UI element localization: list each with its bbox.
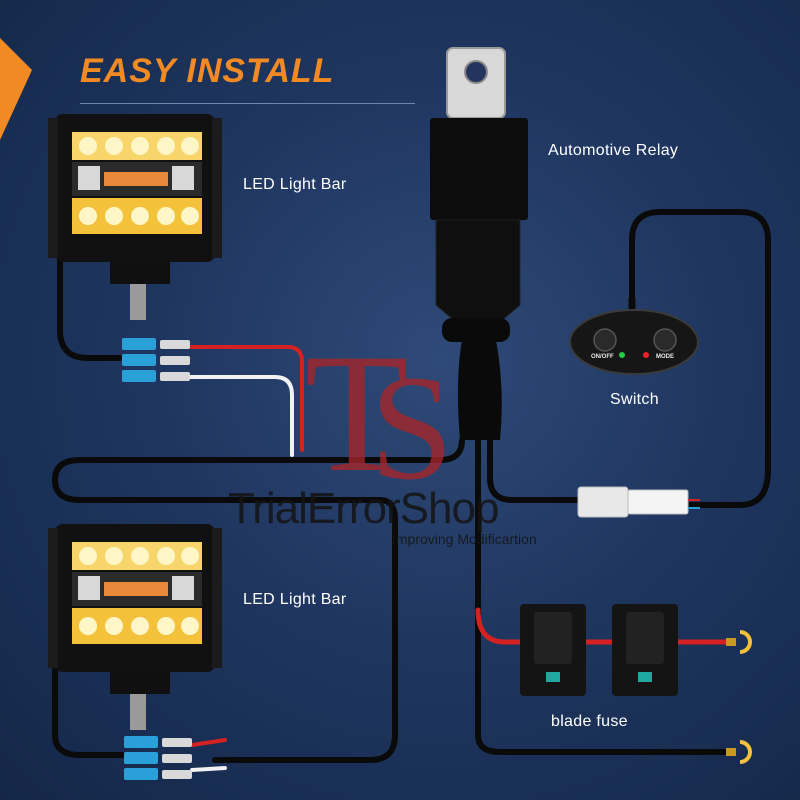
terminal-sleeve-ground (726, 748, 736, 756)
svg-text:T: T (305, 319, 409, 507)
wire-white-top (188, 375, 294, 457)
light-bar-icon (48, 114, 222, 320)
wire-top-bar-cable (57, 252, 123, 361)
wire-red-top (188, 345, 304, 452)
light-bar-icon (48, 524, 222, 730)
switch-onoff-label: ON/OFF (591, 354, 614, 360)
label-light-bar-bottom: LED Light Bar (243, 591, 347, 608)
label-relay: Automotive Relay (548, 142, 679, 159)
connector-icon (124, 736, 192, 780)
wire-relay-down (475, 437, 731, 755)
connector-icon (577, 486, 700, 518)
corner-tab (0, 38, 32, 140)
switch-icon (569, 298, 699, 375)
ring-terminal-icon (739, 630, 752, 764)
wire-relay-switch (487, 437, 583, 503)
watermark-monogram: T S (305, 319, 453, 511)
wire-white-bottom (190, 766, 227, 772)
blade-fuse-icon (520, 604, 678, 696)
wire-switch-loop (629, 209, 771, 508)
wire-bottom-bar-cable (52, 667, 125, 758)
label-switch: Switch (610, 391, 659, 408)
label-light-bar-top: LED Light Bar (243, 176, 347, 193)
page-title: EASY INSTALL (80, 52, 335, 90)
watermark-tagline: Improving Modificartion (392, 531, 537, 547)
svg-text:S: S (370, 345, 453, 511)
terminal-sleeve-fuse (726, 638, 736, 646)
relay-icon (430, 47, 528, 440)
connector-icon (122, 338, 190, 382)
wire-main-loop (52, 437, 465, 763)
wire-red-bottom (190, 738, 227, 747)
title-divider (80, 103, 415, 104)
wire-red-fuse (475, 607, 731, 645)
label-fuse: blade fuse (551, 713, 628, 730)
switch-mode-label: MODE (656, 354, 674, 360)
watermark-name: TrialErrorShop (228, 484, 499, 533)
